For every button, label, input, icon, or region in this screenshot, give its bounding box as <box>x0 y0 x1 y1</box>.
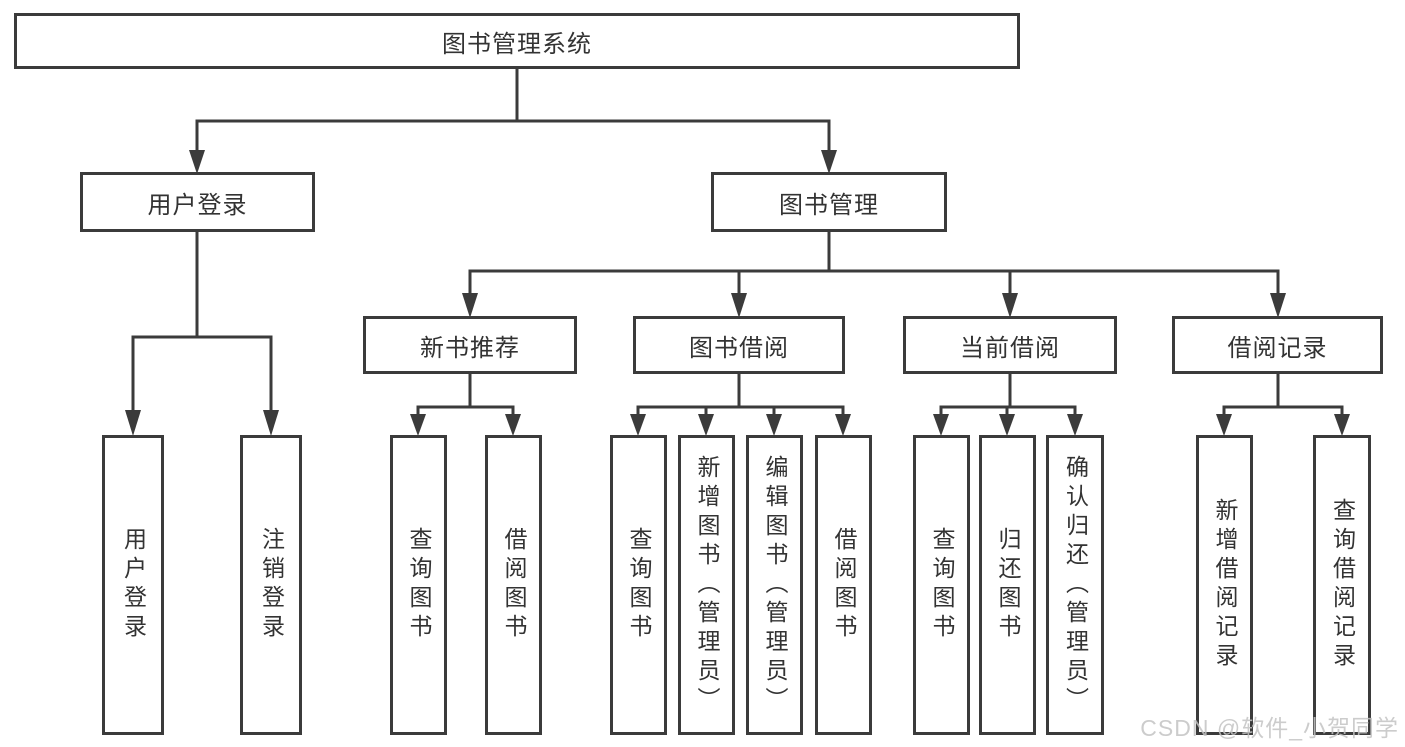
leaf-bb-borrow-books: 借阅图书 <box>815 435 872 735</box>
leaf-cb-return-books: 归还图书 <box>979 435 1036 735</box>
leaf-br-query-record: 查询借阅记录 <box>1313 435 1371 735</box>
leaf-cb-confirm-return-admin: 确认归还（管理员） <box>1046 435 1104 735</box>
node-book-borrow: 图书借阅 <box>633 316 845 374</box>
leaf-br-add-record: 新增借阅记录 <box>1196 435 1253 735</box>
csdn-watermark: CSDN @软件_小贺同学 <box>1140 715 1399 741</box>
node-borrow-records: 借阅记录 <box>1172 316 1383 374</box>
node-book-management: 图书管理 <box>711 172 947 232</box>
node-user-login: 用户登录 <box>80 172 315 232</box>
node-root: 图书管理系统 <box>14 13 1020 69</box>
leaf-user-login: 用户登录 <box>102 435 164 735</box>
leaf-bb-query-books: 查询图书 <box>610 435 667 735</box>
node-current-borrow: 当前借阅 <box>903 316 1117 374</box>
node-new-book-recommend: 新书推荐 <box>363 316 577 374</box>
leaf-bb-add-books-admin: 新增图书（管理员） <box>678 435 735 735</box>
leaf-nb-query-books: 查询图书 <box>390 435 447 735</box>
leaf-bb-edit-books-admin: 编辑图书（管理员） <box>746 435 803 735</box>
leaf-nb-borrow-books: 借阅图书 <box>485 435 542 735</box>
leaf-cb-query-books: 查询图书 <box>913 435 970 735</box>
leaf-logout: 注销登录 <box>240 435 302 735</box>
